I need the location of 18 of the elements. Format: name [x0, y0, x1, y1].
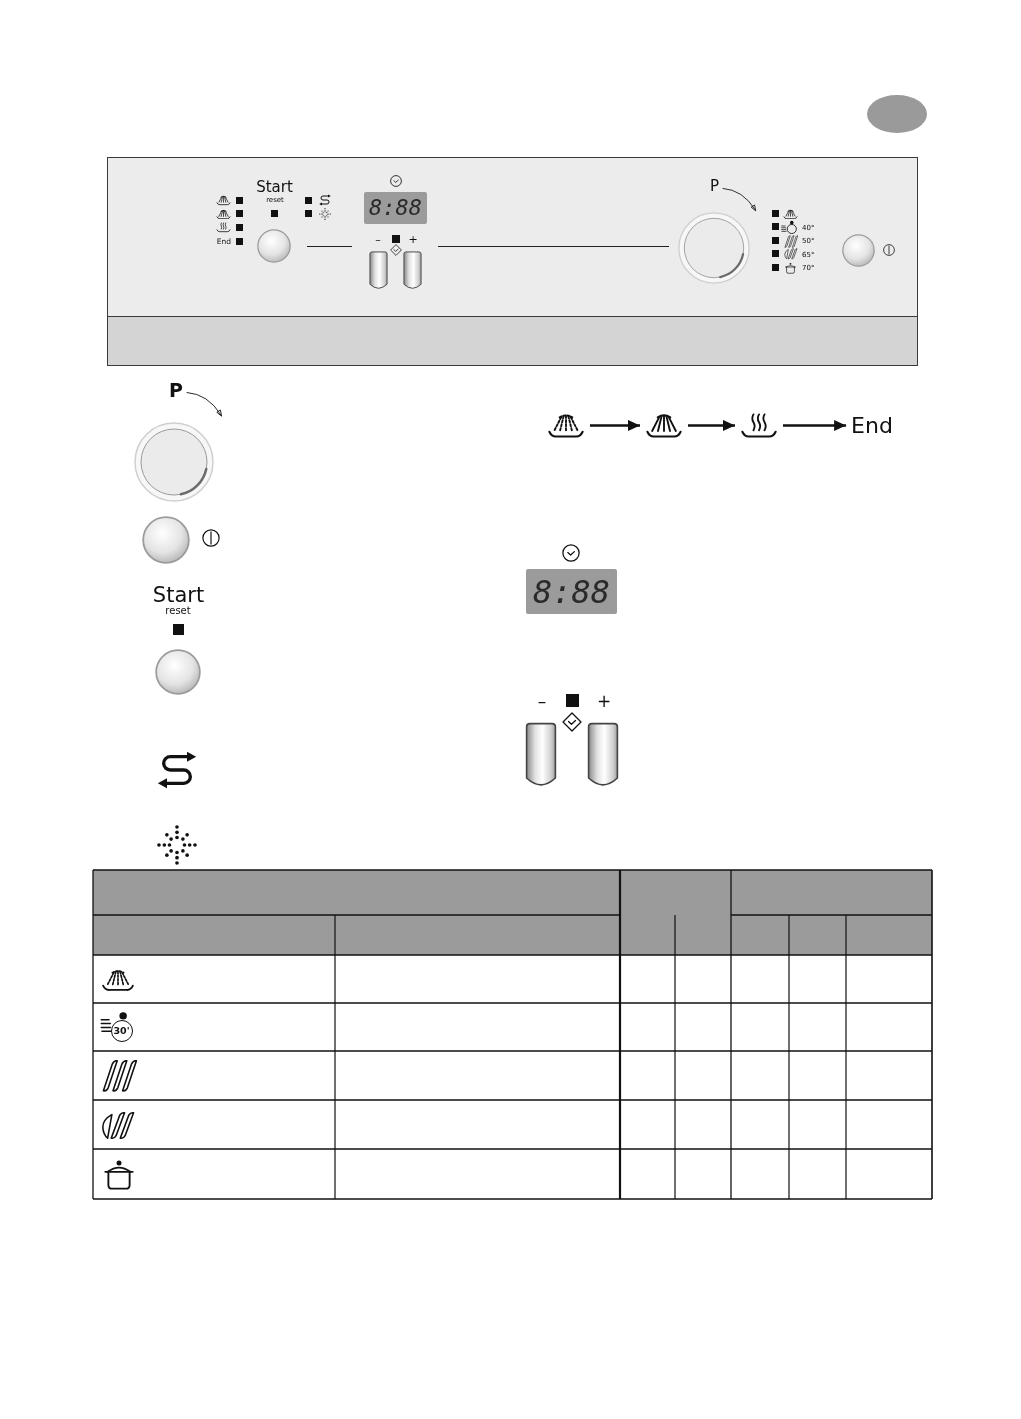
start-label: Start: [152, 584, 205, 606]
end-label: End: [851, 415, 893, 437]
digital-display: 8:88: [364, 192, 427, 224]
start-label: Start: [256, 179, 293, 195]
steam-icon: [740, 412, 778, 439]
minus-label: –: [375, 233, 381, 245]
flow-arrow: [783, 419, 847, 431]
flow-arrow: [590, 419, 640, 431]
minus-label: –: [537, 692, 547, 710]
reset-label: reset: [165, 606, 191, 616]
spray-icon: [645, 412, 683, 439]
plus-label: +: [408, 233, 418, 245]
dashed-spray-icon: [547, 412, 585, 439]
program-selector-label: P: [710, 178, 719, 194]
flow-arrow: [688, 419, 735, 431]
program-selector-label: P: [169, 380, 183, 400]
digital-display: 8:88: [526, 569, 617, 614]
plus-label: +: [596, 692, 612, 710]
